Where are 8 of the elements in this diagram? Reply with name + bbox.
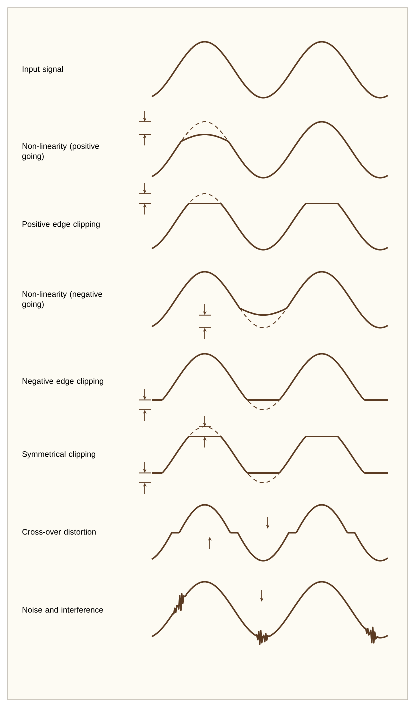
label: Noise and interference — [22, 607, 104, 613]
label: Input signal — [22, 66, 64, 74]
label: Positive edge clipping — [22, 221, 100, 229]
label: Cross-over distortion — [22, 529, 96, 535]
label: Negative edge clipping — [22, 378, 104, 386]
label: Non-linearity (negative going) — [22, 291, 102, 309]
label: Non-linearity (positive going) — [22, 143, 100, 161]
label: Symmetrical clipping — [22, 451, 96, 459]
